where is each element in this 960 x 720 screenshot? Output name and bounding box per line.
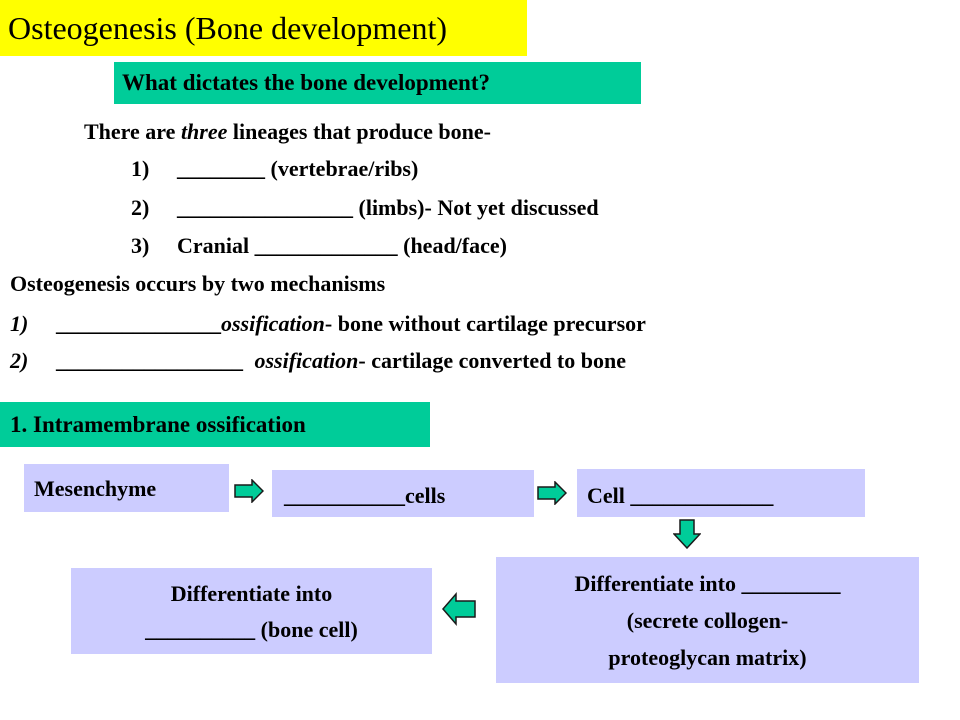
lineages-intro: There are three lineages that produce bo… — [84, 117, 491, 147]
mechanism-num: 1) — [10, 311, 29, 336]
mechanism-term: ossification — [254, 348, 359, 373]
question-heading: What dictates the bone development? — [114, 62, 641, 104]
cell-box: Cell _____________ — [577, 469, 865, 517]
bone-line-1: Differentiate into — [170, 581, 333, 606]
mechanism-desc: - cartilage converted to bone — [358, 348, 626, 373]
lineage-text: ________ (vertebrae/ribs) — [177, 156, 419, 181]
diff-line-1: Differentiate into _________ — [574, 571, 841, 596]
section-heading: 1. Intramembrane ossification — [0, 402, 430, 447]
mechanism-blank: _______________ — [56, 311, 221, 336]
right-arrow-icon — [234, 479, 264, 503]
diff-line-2: (secrete collogen- — [626, 608, 789, 633]
left-arrow-icon — [442, 591, 476, 627]
down-arrow-icon — [673, 519, 701, 549]
mechanism-term: ossification — [221, 311, 325, 336]
mechanism-blank: _________________ — [56, 348, 249, 373]
cells-box: ___________cells — [272, 470, 534, 517]
lineage-num: 1) — [131, 156, 150, 181]
lineage-num: 2) — [131, 195, 150, 220]
differentiate-bone-cell-box: Differentiate into __________ (bone cell… — [71, 568, 432, 654]
lineages-intro-pre: There are — [84, 119, 181, 144]
lineages-intro-post: lineages that produce bone- — [227, 119, 491, 144]
mesenchyme-box: Mesenchyme — [24, 464, 229, 512]
mechanism-desc: - bone without cartilage precursor — [324, 311, 646, 336]
mechanism-item: 2) _________________ ossification- cartil… — [10, 346, 626, 376]
lineage-item: 1) ________ (vertebrae/ribs) — [131, 154, 418, 184]
mechanisms-intro: Osteogenesis occurs by two mechanisms — [10, 271, 386, 296]
lineage-item: 3) Cranial _____________ (head/face) — [131, 231, 507, 261]
lineage-item: 2) ________________ (limbs)- Not yet disc… — [131, 193, 599, 223]
mechanism-num: 2) — [10, 348, 29, 373]
differentiate-osteoblast-box: Differentiate into _________ (secrete co… — [496, 557, 919, 683]
lineage-text: Cranial _____________ (head/face) — [177, 233, 507, 258]
right-arrow-icon — [537, 481, 567, 505]
lineages-intro-em: three — [180, 119, 228, 144]
diff-line-3: proteoglycan matrix) — [608, 645, 807, 670]
bone-line-2: __________ (bone cell) — [145, 617, 358, 642]
mechanism-item: 1) _______________ossification- bone with… — [10, 309, 646, 339]
lineage-text: ________________ (limbs)- Not yet discus… — [177, 195, 599, 220]
lineage-num: 3) — [131, 233, 150, 258]
page-title: Osteogenesis (Bone development) — [0, 0, 527, 56]
